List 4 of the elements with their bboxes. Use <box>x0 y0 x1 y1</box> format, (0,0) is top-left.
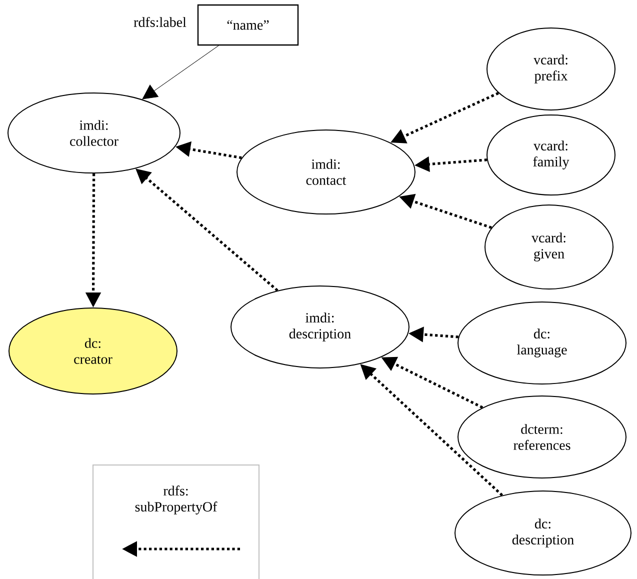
arrow <box>142 45 219 100</box>
edge-label: rdfs:label <box>132 16 188 28</box>
literal-box: “name” <box>197 4 299 46</box>
legend-text: rdfs: subPropertyOf <box>135 486 218 514</box>
